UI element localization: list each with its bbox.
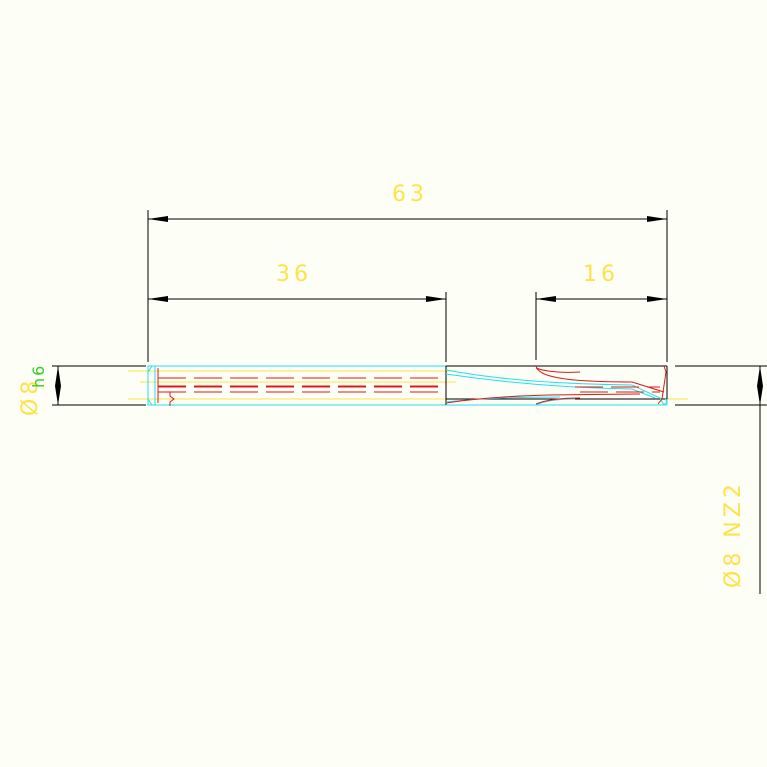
- dimension-shank-length: 36: [148, 262, 447, 362]
- tip-body: [445, 365, 668, 406]
- shank-tolerance-label: h6: [29, 364, 48, 388]
- arrow-left-icon: [148, 296, 168, 302]
- arrow-left-icon: [148, 216, 168, 222]
- arrow-up-icon: [757, 366, 763, 386]
- shank-end-chamfer: [147, 365, 153, 406]
- flute-curve-red-1: [445, 393, 641, 404]
- shank-body: [147, 365, 447, 406]
- dimension-tip-diameter: Ø8 NZ2: [675, 365, 767, 594]
- overall-length-label: 63: [392, 182, 428, 207]
- arrow-down-icon: [757, 386, 763, 405]
- dimension-tip-length: 16: [535, 262, 667, 360]
- arrow-right-icon: [647, 216, 667, 222]
- flute-curve-cyan-2: [445, 373, 656, 399]
- arrow-up-icon: [55, 366, 61, 386]
- tip-point-cyan: [663, 397, 668, 406]
- flute-curve-cyan-4: [535, 398, 576, 406]
- arrow-right-icon: [647, 296, 667, 302]
- shank-center-hole: [158, 391, 175, 406]
- arrow-down-icon: [55, 386, 61, 405]
- shank-length-label: 36: [276, 262, 312, 287]
- flute-curve-red-2: [535, 365, 665, 393]
- dimension-shank-diameter: Ø8 h6: [18, 364, 146, 416]
- tip-diameter-label: Ø8 NZ2: [721, 480, 746, 588]
- tip-length-label: 16: [583, 262, 619, 287]
- flute-curve-red-4: [535, 397, 581, 405]
- flute-curve-cyan-3: [445, 396, 561, 403]
- flute-curve-cyan-1: [445, 369, 665, 406]
- flute-curve-red-3: [535, 367, 581, 373]
- tip-point-red: [657, 365, 667, 405]
- arrow-right-icon: [426, 296, 446, 302]
- dimension-overall-length: 63: [147, 182, 668, 362]
- arrow-left-icon: [536, 296, 556, 302]
- shank-diameter-label: Ø8: [18, 377, 43, 416]
